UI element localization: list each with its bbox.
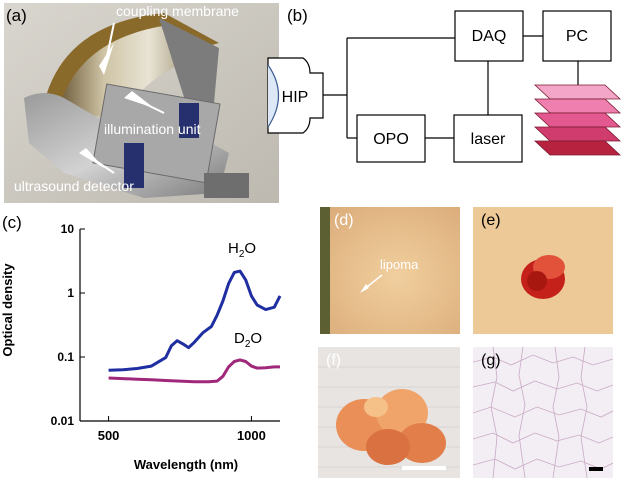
probe-photo-panel: (a) coupling membrane illumination unit …: [4, 3, 279, 203]
pc-label: PC: [566, 28, 588, 45]
laser-label: laser: [471, 131, 506, 148]
y-tick-label: 1: [67, 286, 74, 300]
panel-d-label: (d): [334, 212, 354, 229]
image-stack: [533, 84, 622, 156]
chart-ticks: 10 1 0.1 0.01 500 1000: [51, 222, 266, 443]
y-tick-label: 10: [61, 222, 75, 236]
panel-a-label: (a): [6, 6, 27, 25]
image-stack-layer: [533, 112, 622, 128]
skin-photo-image: [320, 207, 460, 334]
specimen-image: [318, 347, 460, 478]
y-tick-label: 0.1: [57, 350, 74, 364]
coupling-membrane-label: coupling membrane: [116, 3, 239, 19]
image-stack-layer: [533, 140, 622, 156]
opo-label: OPO: [373, 131, 409, 148]
series-label-h2o: H2O: [228, 240, 256, 260]
probe-photo: [4, 3, 279, 203]
system-diagram: HIP OPO laser DAQ PC: [267, 10, 622, 163]
y-tick-label: 0.01: [51, 414, 75, 428]
y-axis-label: Optical density: [0, 263, 15, 357]
ultrasound-detector-label: ultrasound detector: [14, 178, 134, 194]
series-line-h2o: [108, 269, 282, 372]
panel-g-label: (g): [481, 352, 501, 369]
hip-label: HIP: [282, 89, 309, 106]
histology-photo: (g): [473, 347, 613, 478]
panel-c-label: (c): [2, 213, 22, 232]
panel-b-label: (b): [287, 6, 308, 25]
histology-image: [473, 347, 613, 478]
lipoma-annotation: lipoma: [380, 257, 419, 272]
image-stack-layer: [533, 84, 622, 100]
panel-f-label: (f): [326, 352, 342, 369]
series-line-d2o: [108, 358, 280, 384]
panel-e-label: (e): [481, 212, 501, 229]
system-diagram-panel: HIP OPO laser DAQ PC (b): [265, 3, 625, 203]
spectra-chart: 10 1 0.1 0.01 500 1000 Optical density Wavele…: [0, 222, 282, 472]
chart-axes: [79, 229, 280, 422]
series-labels: H2O D2O: [228, 240, 262, 350]
illumination-unit-label: illumination unit: [104, 121, 201, 137]
spectra-chart-panel: (c) 10 1 0.1 0.01 500 1000 Optical density Wa…: [0, 213, 290, 483]
series-label-d2o: D2O: [234, 330, 262, 350]
excision-image: [473, 207, 613, 334]
excised-lipoma-photo: (e): [473, 207, 613, 334]
image-stack-layer: [533, 126, 622, 142]
daq-label: DAQ: [472, 28, 507, 45]
lipoma-skin-photo: (d) lipoma: [320, 207, 460, 334]
image-stack-layer: [533, 98, 622, 114]
x-tick-label: 500: [98, 428, 120, 443]
chart-series: [108, 269, 282, 384]
x-axis-label: Wavelength (nm): [134, 457, 238, 472]
x-tick-label: 1000: [237, 428, 266, 443]
tissue-specimen-photo: (f): [318, 347, 460, 478]
